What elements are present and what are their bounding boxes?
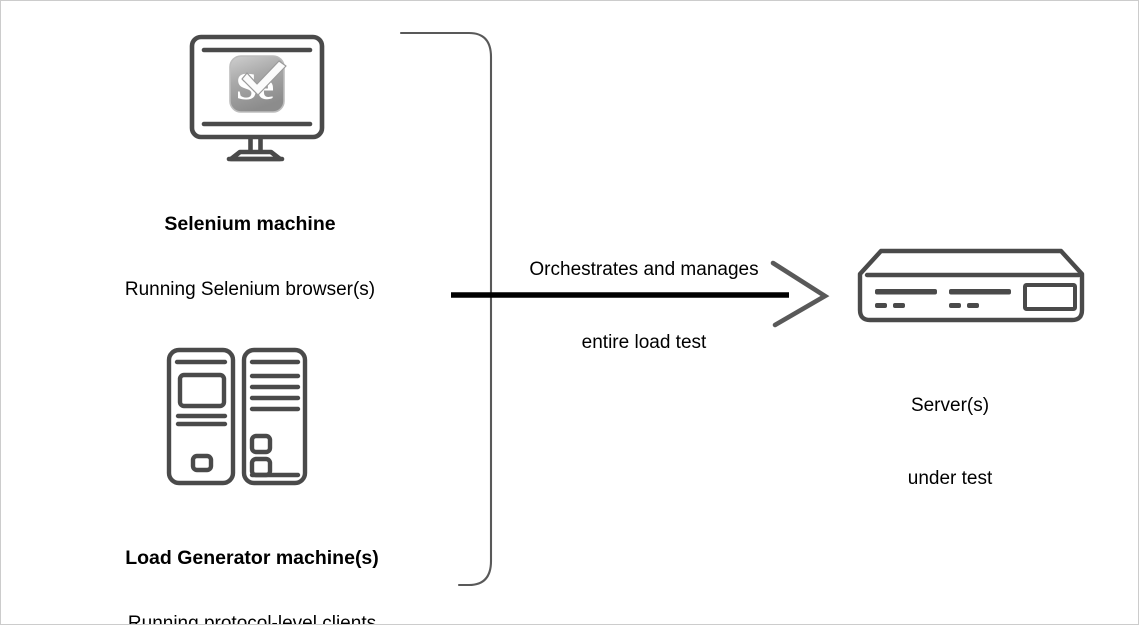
- server-icon: [853, 244, 1089, 326]
- orchestration-caption: Orchestrates and manages entire load tes…: [493, 209, 795, 404]
- load-generator-subtitle: Running protocol-level clients: [127, 612, 377, 625]
- orchestration-caption-line1: Orchestrates and manages: [529, 258, 759, 280]
- server-subtitle: under test: [907, 467, 993, 489]
- grouping-brace: [393, 25, 503, 593]
- flow-arrow: [445, 249, 837, 329]
- load-generator-towers-icon: [163, 343, 311, 489]
- server-title: Server(s): [910, 394, 990, 416]
- selenium-monitor-icon: Se: [187, 33, 327, 163]
- server-label: Server(s) under test: [854, 345, 1046, 540]
- selenium-machine-subtitle: Running Selenium browser(s): [124, 278, 376, 300]
- selenium-logo: Se: [229, 55, 287, 113]
- load-generator-label: Load Generator machine(s) Running protoc…: [89, 505, 415, 625]
- load-generator-title: Load Generator machine(s): [125, 546, 379, 569]
- selenium-machine-label: Selenium machine Running Selenium browse…: [89, 171, 411, 343]
- selenium-machine-title: Selenium machine: [164, 212, 336, 235]
- orchestration-caption-line2: entire load test: [581, 331, 707, 353]
